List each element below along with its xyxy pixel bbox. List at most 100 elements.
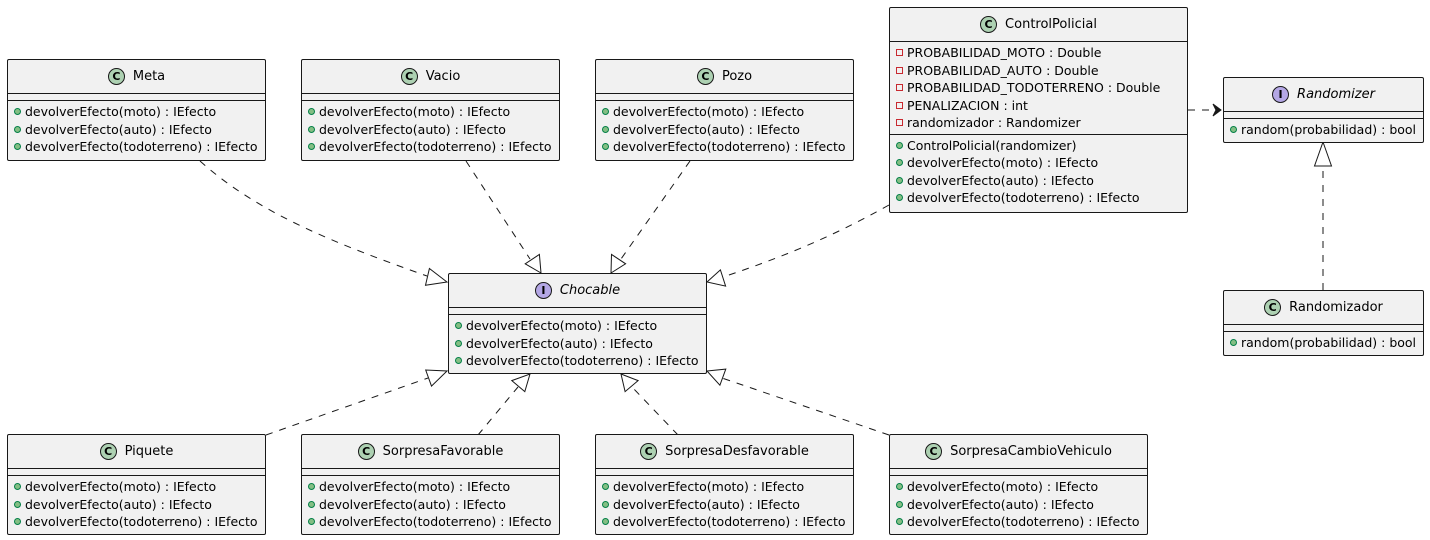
method-row: devolverEfecto(auto) : IEfecto [596,496,853,514]
public-method-icon [455,339,462,347]
interface-chocable[interactable]: I Chocable devolverEfecto(moto) : IEfect… [448,273,707,374]
method-row: devolverEfecto(todoterreno) : IEfecto [449,352,706,370]
method-row: devolverEfecto(auto) : IEfecto [449,335,706,353]
realization-arrowhead [424,267,449,286]
class-meta[interactable]: C Meta devolverEfecto(moto) : IEfecto de… [7,59,266,161]
methods-section: devolverEfecto(moto) : IEfecto devolverE… [8,101,265,158]
class-name: Vacio [425,69,461,84]
method-row: devolverEfecto(auto) : IEfecto [8,121,265,139]
class-header: C SorpresaCambioVehiculo [890,435,1147,469]
method-text: devolverEfecto(auto) : IEfecto [25,121,212,137]
private-field-icon [896,101,903,109]
public-method-icon [896,141,903,149]
methods-section: random(probabilidad) : bool [1224,332,1423,354]
method-text: devolverEfecto(moto) : IEfecto [466,318,658,333]
fields-section: PROBABILIDAD_MOTO : Double PROBABILIDAD_… [890,42,1187,135]
public-method-icon [602,518,609,526]
field-text: PENALIZACION : int [907,97,1028,113]
realization-arrowhead [510,373,531,393]
interface-name: Randomizer [1297,87,1375,102]
class-pozo[interactable]: C Pozo devolverEfecto(moto) : IEfecto de… [595,59,854,161]
public-method-icon [308,143,315,151]
methods-section: random(probabilidad) : bool [1224,119,1423,141]
public-method-icon [896,176,903,184]
method-text: devolverEfecto(moto) : IEfecto [907,155,1099,170]
method-text: devolverEfecto(moto) : IEfecto [319,479,511,494]
field-text: randomizador : Randomizer [907,115,1081,130]
public-method-icon [896,500,903,508]
fields-section [1224,325,1423,332]
class-stereotype-icon: C [107,68,125,85]
private-field-icon [896,66,903,74]
method-text: devolverEfecto(moto) : IEfecto [25,104,217,119]
field-row: PROBABILIDAD_TODOTERRENO : Double [890,79,1187,97]
public-method-icon [455,357,462,365]
method-text: devolverEfecto(auto) : IEfecto [907,172,1094,188]
interface-stereotype-icon: I [1272,86,1290,103]
class-header: C SorpresaFavorable [302,435,559,469]
class-stereotype-icon: C [99,443,117,460]
method-row: devolverEfecto(auto) : IEfecto [596,121,853,139]
class-randomizador[interactable]: C Randomizador random(probabilidad) : bo… [1223,290,1424,356]
method-row: devolverEfecto(moto) : IEfecto [890,478,1147,496]
field-row: PROBABILIDAD_MOTO : Double [890,44,1187,62]
method-row: devolverEfecto(auto) : IEfecto [8,496,265,514]
realization-arrowhead [524,253,542,274]
class-sorpresa-favorable[interactable]: C SorpresaFavorable devolverEfecto(moto)… [301,434,560,535]
class-name: Piquete [124,444,174,459]
field-text: PROBABILIDAD_AUTO : Double [907,62,1099,78]
fields-section [596,94,853,101]
public-method-icon [455,322,462,330]
class-stereotype-icon: C [925,443,943,460]
methods-section: devolverEfecto(moto) : IEfecto devolverE… [8,476,265,533]
public-method-icon [14,143,21,151]
fields-section [596,469,853,476]
method-text: devolverEfecto(todoterreno) : IEfecto [907,190,1140,205]
public-method-icon [14,483,21,491]
method-text: devolverEfecto(todoterreno) : IEfecto [319,139,552,154]
private-field-icon [896,84,903,92]
method-text: random(probabilidad) : bool [1241,122,1417,137]
class-name: Pozo [721,69,753,84]
interface-header: I Randomizer [1224,78,1423,112]
realization-arrowhead [705,368,727,387]
method-text: devolverEfecto(moto) : IEfecto [25,479,217,494]
class-control-policial[interactable]: C ControlPolicial PROBABILIDAD_MOTO : Do… [889,7,1188,213]
fields-section [8,94,265,101]
edge-desfavorable-chocable [631,386,679,436]
method-row: devolverEfecto(todoterreno) : IEfecto [596,138,853,156]
public-method-icon [308,108,315,116]
method-text: devolverEfecto(auto) : IEfecto [907,496,1094,512]
public-method-icon [14,125,21,133]
realization-arrowhead [424,369,449,387]
realization-arrowhead [705,269,727,287]
public-method-icon [602,500,609,508]
public-method-icon [602,483,609,491]
method-text: devolverEfecto(auto) : IEfecto [613,496,800,512]
class-vacio[interactable]: C Vacio devolverEfecto(moto) : IEfecto d… [301,59,560,161]
class-piquete[interactable]: C Piquete devolverEfecto(moto) : IEfecto… [7,434,266,535]
public-method-icon [308,125,315,133]
method-row: devolverEfecto(todoterreno) : IEfecto [8,513,265,531]
class-sorpresa-desfavorable[interactable]: C SorpresaDesfavorable devolverEfecto(mo… [595,434,854,535]
class-stereotype-icon: C [980,16,998,33]
edge-vacio-chocable [465,160,531,260]
fields-section [890,469,1147,476]
fields-section [449,308,706,315]
private-field-icon [896,49,903,57]
public-method-icon [896,483,903,491]
method-text: devolverEfecto(auto) : IEfecto [319,121,506,137]
method-row: devolverEfecto(auto) : IEfecto [890,172,1187,190]
public-method-icon [308,518,315,526]
class-sorpresa-cambio-vehiculo[interactable]: C SorpresaCambioVehiculo devolverEfecto(… [889,434,1148,535]
interface-header: I Chocable [449,274,706,308]
method-text: devolverEfecto(auto) : IEfecto [613,121,800,137]
methods-section: devolverEfecto(moto) : IEfecto devolverE… [596,476,853,533]
class-header: C Randomizador [1224,291,1423,325]
edge-favorable-chocable [477,386,519,436]
method-text: devolverEfecto(todoterreno) : IEfecto [907,514,1140,529]
interface-randomizer[interactable]: I Randomizer random(probabilidad) : bool [1223,77,1424,143]
methods-section: ControlPolicial(randomizer) devolverEfec… [890,135,1187,209]
class-name: ControlPolicial [1005,17,1097,32]
